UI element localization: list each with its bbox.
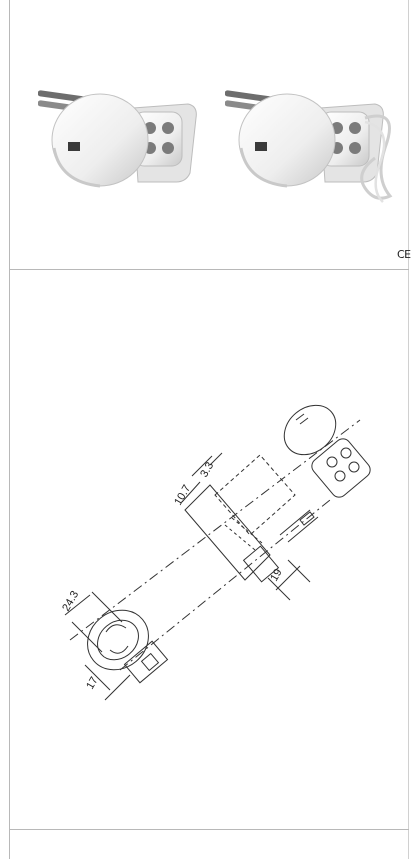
technical-drawing-panel: 10.7 3.3 19 24.3 17 [10,270,408,829]
dimension-label-10-7: 10.7 [172,483,193,508]
centre-line-secondary [119,499,331,671]
lamp-body-outline [184,454,319,583]
dimension-label-17: 17 [84,675,101,692]
ce-mark: CE [397,248,411,261]
frame-left-border [9,0,10,859]
dimension-label-19: 19 [268,567,285,584]
lampholder-front-view [87,609,169,684]
dimension-label-3-3: 3.3 [198,460,216,479]
lampholder-photo-with-leads [225,78,395,208]
dimension-drawing: 10.7 3.3 19 24.3 17 [60,404,371,701]
frame-right-border [408,0,409,859]
product-photo-panel: CE [10,0,411,269]
panel-divider-bottom [9,829,409,830]
lampholder-photo-plain [38,78,208,198]
dimension-label-24-3: 24.3 [60,589,81,614]
centre-line-main [69,419,361,641]
lampholder-top-view [283,404,371,498]
dimension-lines [64,452,311,701]
panel-divider-top [9,269,409,270]
